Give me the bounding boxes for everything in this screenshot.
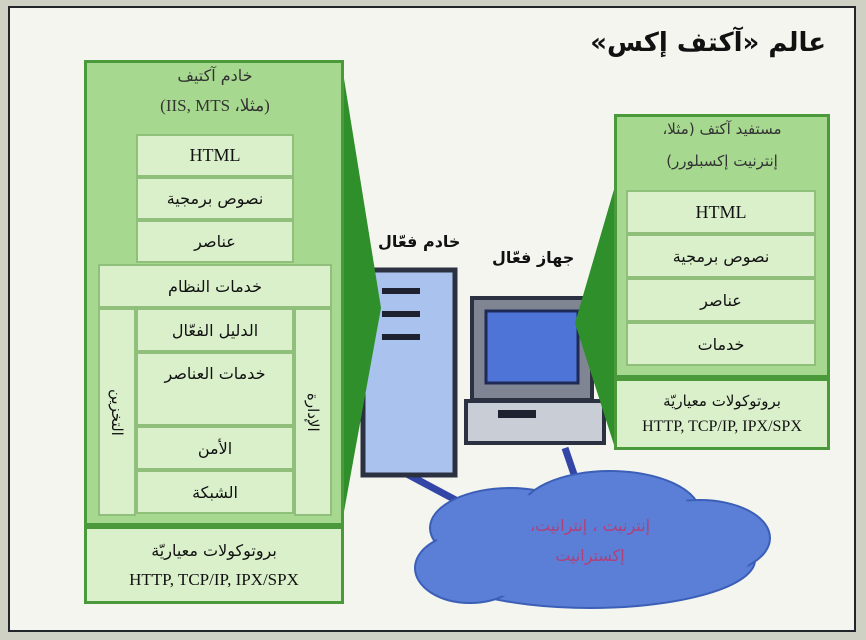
cloud-label-line2: إكسترانيت	[555, 546, 625, 565]
server-device-label: خادم فعّال	[378, 232, 461, 251]
server-tower	[360, 267, 458, 478]
management-label: الإدارة	[304, 392, 322, 432]
management-column: الإدارة	[294, 308, 332, 516]
client-protocols-box: بروتوكولات معياريّة HTTP, TCP/IP, IPX/SP…	[614, 378, 830, 450]
server-heading-line2: (مثلا، IIS, MTS)	[160, 96, 270, 115]
storage-column: التخزين	[98, 308, 136, 516]
client-cell-services: خدمات	[626, 322, 816, 366]
client-protocols-title: بروتوكولات معياريّة	[663, 392, 781, 410]
client-wedge	[575, 186, 615, 448]
client-cell-components: عناصر	[626, 278, 816, 322]
network-cell: الشبكة	[136, 470, 294, 514]
client-screen	[484, 309, 580, 385]
diagram-graphics	[341, 60, 771, 609]
server-wedge	[341, 60, 381, 528]
server-cell-html: HTML	[136, 134, 294, 177]
slide-title: عالم «آكتف إكس»	[590, 28, 826, 58]
server-protocols-title: بروتوكولات معياريّة	[151, 540, 277, 560]
storage-label: التخزين	[108, 388, 126, 436]
server-protocols-box: بروتوكولات معياريّة HTTP, TCP/IP, IPX/SP…	[84, 526, 344, 604]
server-cell-scripts: نصوص برمجية	[136, 177, 294, 220]
client-heading-line2: إنترنيت إكسبلورر)	[666, 152, 778, 170]
server-heading-line1: خادم آكتيف	[177, 66, 253, 85]
active-directory-cell: الدليل الفعّال	[136, 308, 294, 352]
client-cell-html: HTML	[626, 190, 816, 234]
system-services-box: خدمات النظام	[98, 264, 332, 308]
client-cell-scripts: نصوص برمجية	[626, 234, 816, 278]
client-base	[464, 399, 606, 445]
component-services-cell: خدمات العناصر	[136, 352, 294, 426]
server-protocols-list: HTTP, TCP/IP, IPX/SPX	[129, 569, 299, 589]
client-protocols-list: HTTP, TCP/IP, IPX/SPX	[642, 418, 802, 435]
security-cell: الأمن	[136, 426, 294, 470]
server-cell-components: عناصر	[136, 220, 294, 263]
slide: عالم «آكتف إكس» خادم آكتيف (مثلا، IIS, M…	[8, 6, 856, 632]
cloud-label-line1: إنترنيت ، إنترانيت،	[529, 516, 651, 535]
client-heading-line1: مستفيد آكتف (مثلا،	[662, 120, 782, 138]
client-device-label: جهاز فعّال	[492, 248, 575, 267]
